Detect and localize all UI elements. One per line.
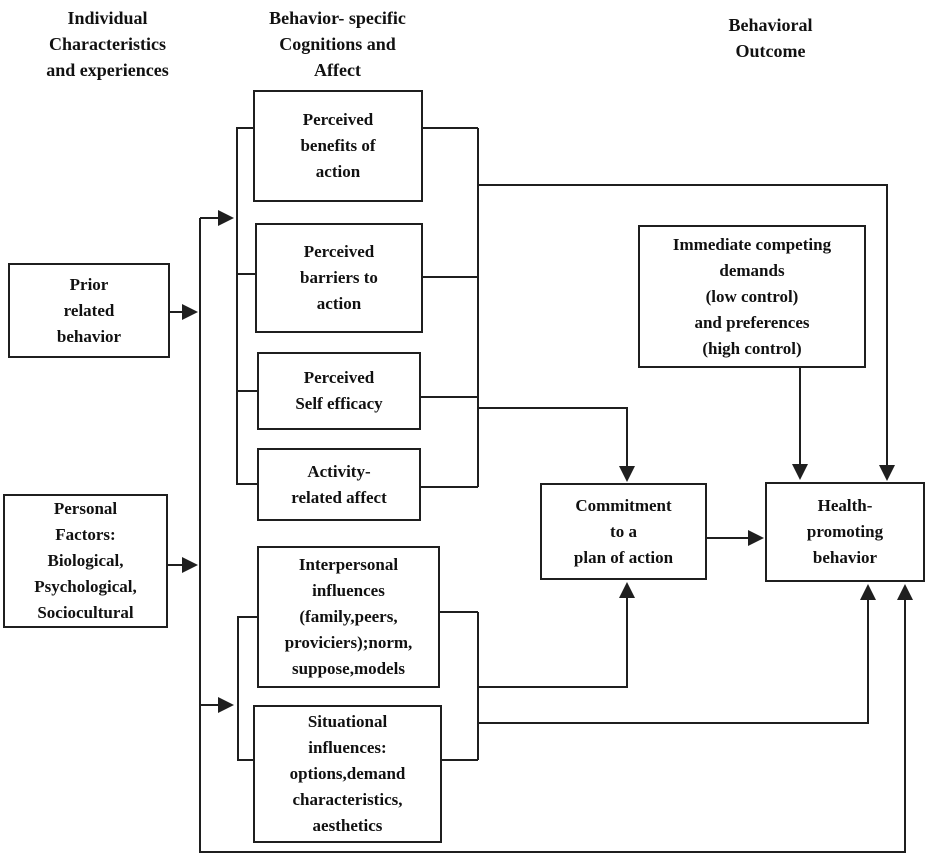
column-header-individual-characteristics: Individual Characteristics and experienc… <box>46 8 169 80</box>
box-label-personal-factors: Personal Factors: Biological, Psychologi… <box>34 499 137 622</box>
bracket-lower-left <box>237 616 257 761</box>
box-activity-related-affect: Activity- related affect <box>257 448 421 521</box>
box-health-promoting-behavior: Health- promoting behavior <box>765 482 925 582</box>
box-label-interpersonal-influences: Interpersonal influences (family,peers, … <box>284 555 413 678</box>
edge-perceptions-to-behavior <box>478 184 895 481</box>
edge-perceptions-to-commitment <box>478 407 635 482</box>
edge-spine-to-behavior <box>199 218 913 853</box>
box-label-immediate-competing-demands: Immediate competing demands (low control… <box>672 234 832 358</box>
edge-influences-to-behavior <box>478 584 876 724</box>
box-prior-related-behavior: Prior related behavior <box>8 263 170 358</box>
column-header-behavior-specific-cognitions: Behavior- specific Cognitions and Affect <box>269 8 406 80</box>
box-personal-factors: Personal Factors: Biological, Psychologi… <box>3 494 168 628</box>
box-label-activity-related-affect: Activity- related affect <box>291 461 387 507</box>
box-label-commitment-plan: Commitment to a plan of action <box>573 495 674 567</box>
box-interpersonal-influences: Interpersonal influences (family,peers, … <box>257 546 440 688</box>
box-immediate-competing-demands: Immediate competing demands (low control… <box>638 225 866 368</box>
box-label-perceived-benefits: Perceived benefits of action <box>300 110 376 181</box>
box-situational-influences: Situational influences: options,demand c… <box>253 705 442 843</box>
edge-influences-to-commitment <box>478 582 635 688</box>
box-perceived-barriers: Perceived barriers to action <box>255 223 423 333</box>
box-commitment-plan: Commitment to a plan of action <box>540 483 707 580</box>
box-perceived-benefits: Perceived benefits of action <box>253 90 423 202</box>
box-label-health-promoting-behavior: Health- promoting behavior <box>806 496 884 567</box>
box-perceived-self-efficacy: Perceived Self efficacy <box>257 352 421 430</box>
box-label-perceived-self-efficacy: Perceived Self efficacy <box>295 368 383 413</box>
bracket-upper-left <box>236 127 257 485</box>
box-label-situational-influences: Situational influences: options,demand c… <box>289 712 406 835</box>
column-header-behavioral-outcome: Behavioral Outcome <box>728 15 813 61</box>
box-label-perceived-barriers: Perceived barriers to action <box>300 242 378 313</box>
box-label-prior-related-behavior: Prior related behavior <box>56 274 122 346</box>
